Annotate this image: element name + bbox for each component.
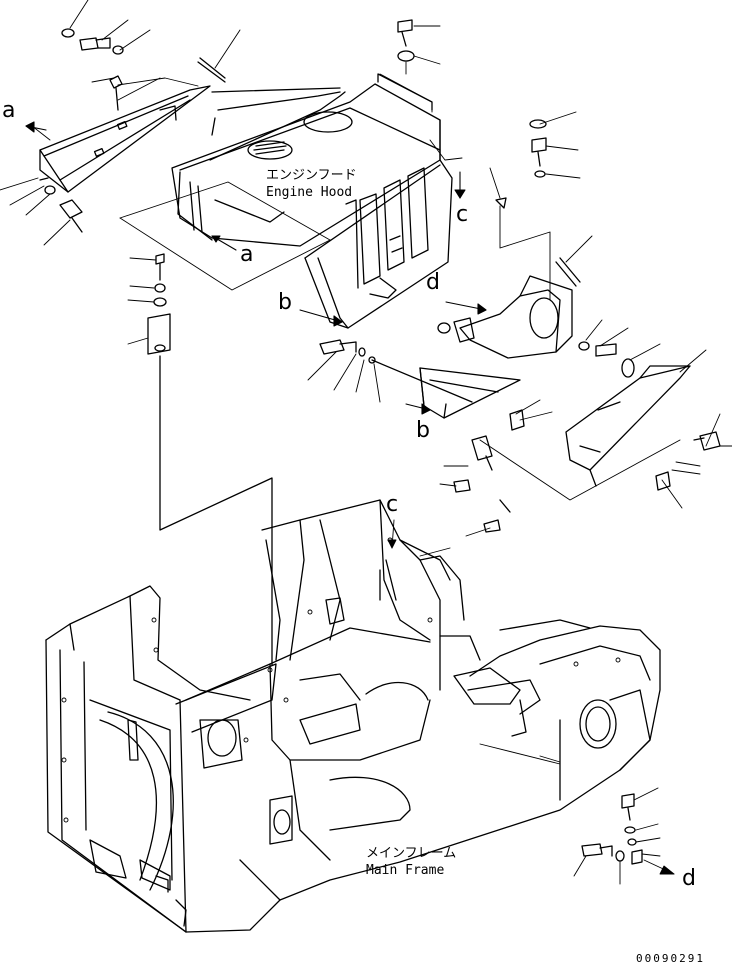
callout-c-hood: c bbox=[456, 202, 469, 227]
left-stack-leaders bbox=[127, 257, 157, 345]
engine-hood-label-jp: エンジンフード bbox=[266, 168, 357, 183]
left-leaders bbox=[0, 0, 241, 246]
drawing-code: 00090291 bbox=[636, 952, 705, 965]
left-fastener-stack bbox=[147, 253, 273, 666]
main-frame-label-en: Main Frame bbox=[366, 863, 445, 878]
callout-a-top: a bbox=[2, 98, 16, 123]
main-frame-label-jp: メインフレーム bbox=[366, 846, 457, 861]
callout-a-hood: a bbox=[240, 242, 254, 267]
callout-b-hood: b bbox=[278, 290, 292, 315]
callout-c-frame: c bbox=[386, 492, 399, 517]
left-cover-bracket bbox=[39, 85, 211, 193]
callout-b-panel: b bbox=[416, 418, 430, 443]
right-panel-assembly bbox=[419, 275, 691, 487]
left-cover-fasteners bbox=[39, 28, 226, 233]
bottom-right-fasteners bbox=[581, 793, 643, 865]
engine-hood-outline bbox=[171, 83, 453, 329]
engine-hood-fasteners bbox=[377, 19, 433, 111]
right-leaders bbox=[439, 111, 732, 537]
frame-leaders bbox=[387, 519, 561, 765]
main-frame-details bbox=[61, 537, 621, 823]
callout-d-bottom: d bbox=[682, 866, 696, 891]
hood-arrows bbox=[25, 121, 466, 327]
right-arrows bbox=[405, 301, 487, 415]
engine-hood-label-en: Engine Hood bbox=[266, 185, 353, 200]
engine-hood-leaders bbox=[119, 25, 463, 291]
bottom-right-leaders bbox=[573, 787, 675, 885]
main-frame bbox=[45, 499, 661, 933]
callout-d-panel: d bbox=[426, 270, 440, 295]
right-panel-fasteners bbox=[453, 119, 721, 533]
center-leaders bbox=[307, 351, 381, 403]
